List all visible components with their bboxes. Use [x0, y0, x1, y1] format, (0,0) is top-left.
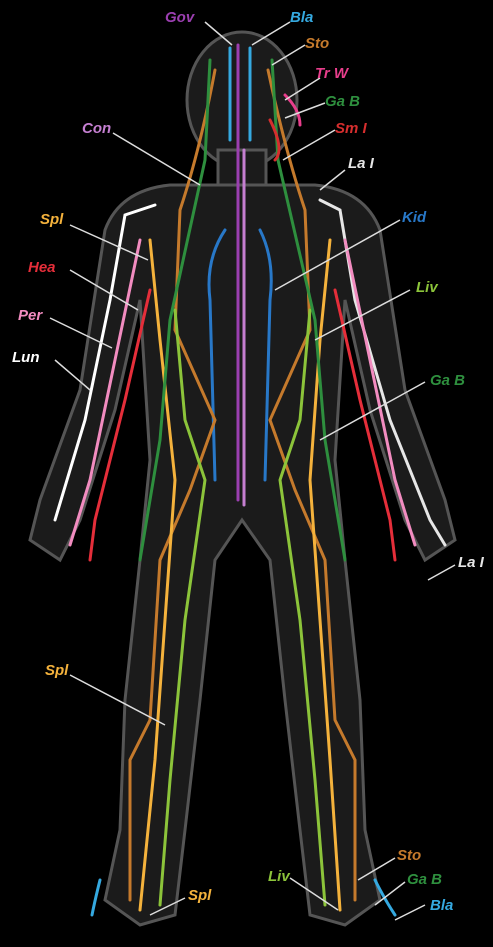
label-ga-b-mid: Ga B	[430, 372, 465, 389]
label-ga-b-foot: Ga B	[407, 871, 442, 888]
label-ga-b-top: Ga B	[325, 93, 360, 110]
label-sto-top: Sto	[305, 35, 329, 52]
label-kid: Kid	[402, 209, 427, 226]
label-spl-arm: Spl	[40, 211, 64, 228]
label-liv-foot: Liv	[268, 868, 291, 885]
label-spl-foot: Spl	[188, 887, 212, 904]
label-hea: Hea	[28, 259, 56, 276]
label-spl-leg: Spl	[45, 662, 69, 679]
label-gov: Gov	[165, 9, 196, 26]
label-liv-arm: Liv	[416, 279, 439, 296]
label-con: Con	[82, 120, 111, 137]
label-lun: Lun	[12, 349, 40, 366]
label-bla-top: Bla	[290, 9, 313, 26]
label-la-i-top: La I	[348, 155, 375, 172]
label-tr-w: Tr W	[315, 65, 350, 82]
label-bla-foot: Bla	[430, 897, 453, 914]
label-sm-i: Sm I	[335, 120, 368, 137]
label-sto-foot: Sto	[397, 847, 421, 864]
label-per: Per	[18, 307, 43, 324]
label-la-i-hand: La I	[458, 554, 485, 571]
